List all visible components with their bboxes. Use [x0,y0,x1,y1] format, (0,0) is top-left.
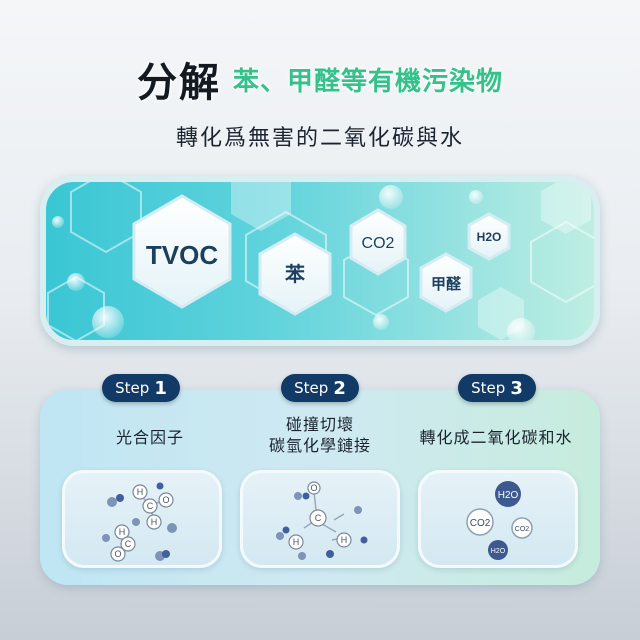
formaldehyde-label: 甲醛 [431,275,462,293]
products-icon: H2O CO2 CO2 H2O [466,481,533,560]
o-atom-label: O [310,483,317,493]
benzene-label: 苯 [284,262,305,286]
hexagon-molecule-art: TVOC 苯 CO2 甲醛 H2O [47,182,594,340]
step-3-illustration: H2O CO2 CO2 H2O [418,470,578,568]
step-2-title: 碰撞切壞 碳氫化學鏈接 [240,414,400,456]
headline: 分解 苯、甲醛等有機污染物 [0,50,640,108]
h-atom-label: H [151,517,158,527]
bubble-decoration [67,273,85,291]
c-atom-label: C [125,539,132,549]
h-atom-label: H [341,535,348,545]
tvoc-label: TVOC [146,240,218,270]
o-atom-label: O [114,549,121,559]
bubble-decoration [373,314,389,330]
bubble-decoration [379,185,403,209]
benzene-hexagon [258,232,332,316]
h2o-label: H2O [477,230,502,244]
step-2-title-line-2: 碳氫化學鏈接 [268,436,371,455]
h2o-product-label: H2O [498,490,519,501]
co2-hexagon [349,208,407,276]
bubble-decoration [52,216,64,228]
bubble-decoration [507,318,535,340]
c-atom-label: C [315,513,322,523]
h2o-product-label: H2O [491,548,506,555]
pollutant-banner: TVOC 苯 CO2 甲醛 H2O [40,176,600,346]
o-atom-label: O [162,495,169,505]
subheadline: 轉化爲無害的二氧化碳與水 [175,126,464,151]
co2-product-label: CO2 [515,526,530,533]
molecule-cluster-icon: H C O H H C O [102,482,177,562]
h-atom-label: H [137,487,144,497]
co2-label: CO2 [362,235,395,252]
h-atom-label: H [293,537,300,547]
c-atom-label: C [147,501,154,511]
step-1-illustration: H C O H H C O [62,470,222,568]
bubble-decoration [92,306,124,338]
h-atom-label: H [119,527,126,537]
step-1-title: 光合因子 [115,428,184,447]
step-3-title: 轉化成二氧化碳和水 [419,428,573,447]
tvoc-hexagon [132,194,232,309]
headline-highlight: 苯、甲醛等有機污染物 [232,66,503,97]
headline-main: 分解 [136,60,221,106]
h2o-hexagon [467,212,511,261]
co2-product-label: CO2 [470,518,491,529]
step-2-illustration: O C H H [240,470,400,568]
bubble-decoration [469,190,483,204]
formaldehyde-hexagon [419,252,473,313]
bond-breaking-icon: O C H H [276,481,368,560]
step-2-title-line-1: 碰撞切壞 [285,415,354,434]
